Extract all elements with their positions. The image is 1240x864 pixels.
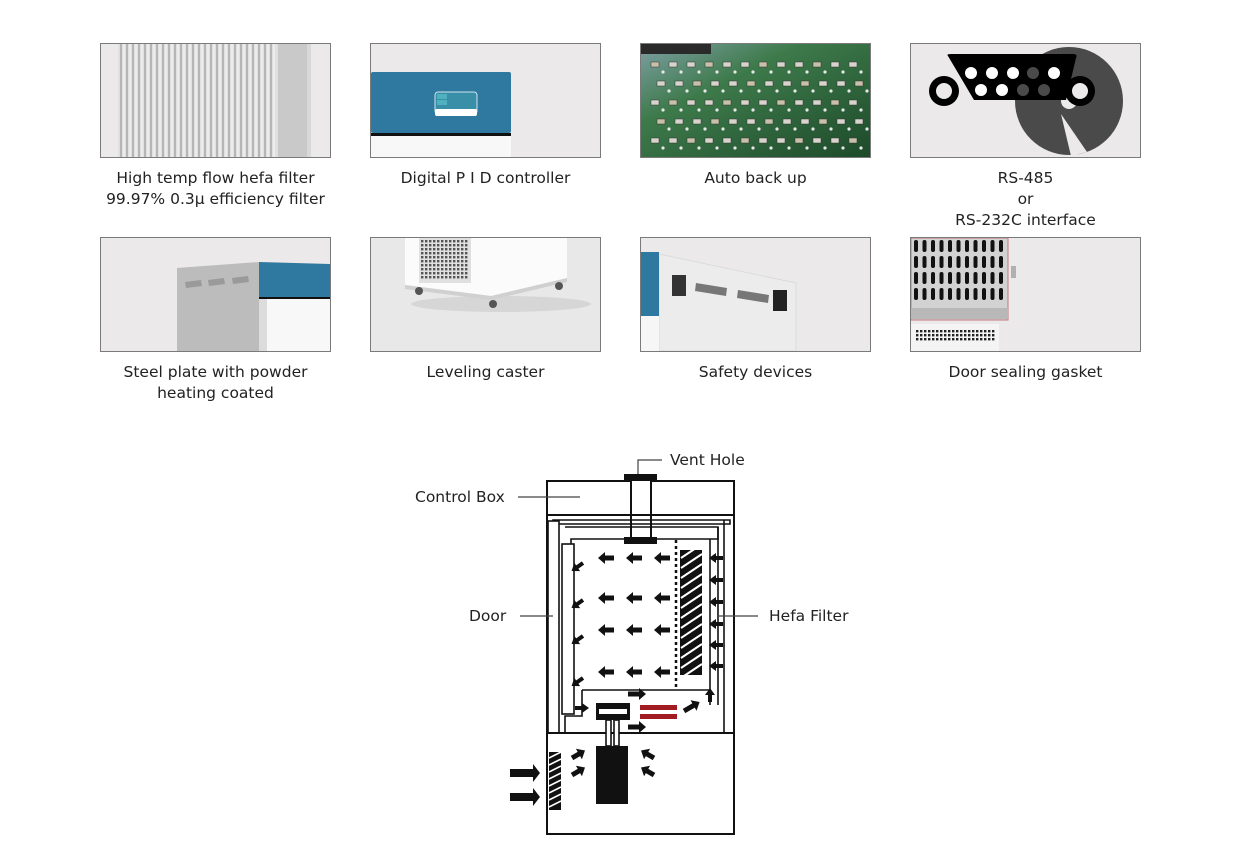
feature-caption: Door sealing gasket [948,363,1103,381]
vent-duct [630,479,652,541]
feature-interface: RS-485 or RS-232C interface [910,43,1141,231]
airflow-arrow [628,721,646,733]
airflow-arrow [598,552,614,564]
airflow-diagram: Vent Hole Control Box Door Hefa Filter [400,440,870,850]
door-label: Door [469,607,507,625]
machine-compartment [546,732,735,835]
feature-caption: High temp flow hefa filter 99.97% 0.3µ e… [106,169,325,208]
feature-caption: Digital P I D controller [400,169,571,187]
airflow-arrow [571,561,585,572]
circuit-board-photo [640,43,871,158]
vent-cap [624,474,657,480]
airflow-arrow [598,592,614,604]
airflow-arrow [654,592,670,604]
feature-hefa-filter: High temp flow hefa filter 99.97% 0.3µ e… [100,43,331,210]
airflow-arrow [571,634,585,645]
airflow-arrow [570,748,585,761]
airflow-arrow [682,700,700,714]
feature-caption: RS-485 or RS-232C interface [955,169,1096,229]
feature-pid-controller: Digital P I D controller [370,43,601,189]
airflow-arrow [641,765,656,778]
airflow-arrow [626,552,642,564]
chamber-body [546,514,735,734]
hefa-filter-label: Hefa Filter [769,607,849,625]
feature-auto-backup: Auto back up [640,43,871,189]
feature-gasket: Door sealing gasket [910,237,1141,383]
airflow-arrow [709,619,723,629]
safety-devices-photo [640,237,871,352]
airflow-arrow [626,624,642,636]
airflow-arrow [654,666,670,678]
feature-caption: Safety devices [698,363,813,381]
airflow-arrow [510,788,540,806]
feature-caption: Leveling caster [426,363,545,381]
airflow-arrow [570,765,585,778]
airflow-arrow [575,703,589,713]
airflow-arrow [510,764,540,782]
serial-port-disc-icon [910,43,1141,158]
door-panel [547,520,560,734]
airflow-arrow [709,597,723,607]
airflow-arrow [709,575,723,585]
airflow-arrow [654,624,670,636]
airflow-arrow [709,553,723,563]
airflow-arrow [641,748,656,761]
control-box-label: Control Box [415,488,505,506]
airflow-arrow [626,666,642,678]
airflow-arrow [628,688,646,700]
feature-safety: Safety devices [640,237,871,383]
heater-bar [640,714,677,719]
airflow-arrow [709,661,723,671]
feature-steel-plate: Steel plate with powder heating coated [100,237,331,404]
airflow-arrow [598,624,614,636]
airflow-arrow [705,688,715,702]
hefa-filter-photo [100,43,331,158]
feature-caption: Steel plate with powder heating coated [123,363,308,402]
airflow-arrow [709,640,723,650]
airflow-arrow [654,552,670,564]
airflow-arrow [598,666,614,678]
steel-plate-photo [100,237,331,352]
feature-caster: Leveling caster [370,237,601,383]
airflow-arrow [571,676,585,687]
airflow-arrow [626,592,642,604]
pid-controller-photo [370,43,601,158]
leveling-caster-photo [370,237,601,352]
heater-bar [640,705,677,710]
fan-motor [596,746,628,804]
airflow-arrow [571,598,585,609]
door-gasket-photo [910,237,1141,352]
feature-caption: Auto back up [704,169,807,187]
vent-hole-label: Vent Hole [670,451,745,469]
